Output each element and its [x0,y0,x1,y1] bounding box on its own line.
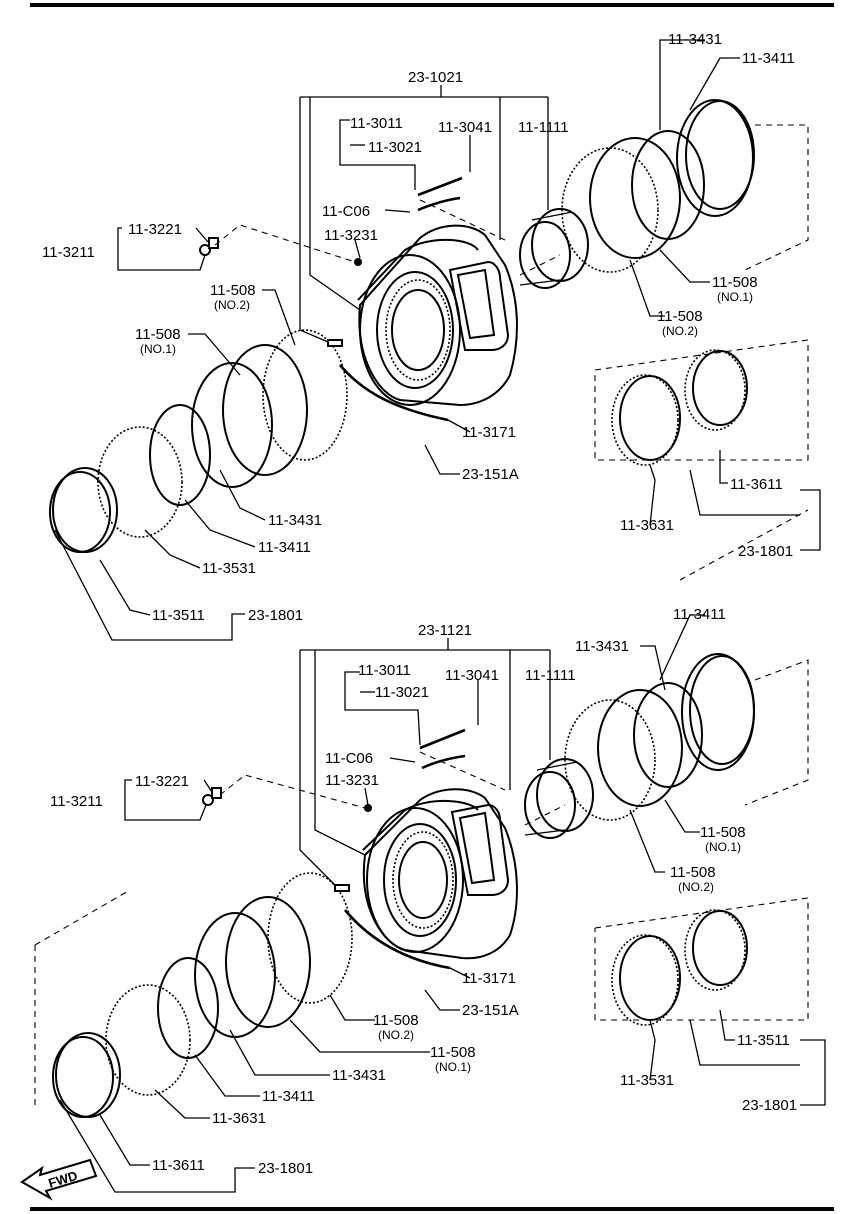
lower-spring [202,794,214,806]
lower-label-apex: 11-C06 [325,750,373,767]
lower-side-seal [344,909,451,970]
lower-kit-rings [611,909,748,1026]
lower-label-r-ring-c: 11-3511 [737,1032,790,1049]
upper-label-ring-a: 11-3431 [268,512,322,529]
upper-label-r-seal-no2-sub: (NO.2) [662,324,698,338]
lower-label-seal-l-no2: 11-508 [373,1012,419,1029]
lower-left-rings [52,872,353,1118]
lower-spring-cap [211,787,222,799]
lower-label-r-ring-b: 11-3411 [673,606,726,623]
upper-label-r-seal-no1: 11-508 [712,274,758,291]
lower-label-seal-c: 11-3021 [375,684,429,701]
upper-label-bearing: 11-1111 [518,119,569,136]
upper-label-side-piece: 23-151A [462,466,519,483]
upper-label-spring-b: 11-3211 [42,244,95,261]
lower-label-spring-a: 11-3221 [135,773,189,790]
upper-left-rings [49,329,348,553]
upper-dowel [327,339,343,347]
upper-pin [354,258,362,266]
lower-label-r-seal-no1: 11-508 [700,824,746,841]
upper-side-seal [339,364,449,422]
lower-label-side-piece: 23-151A [462,1002,519,1019]
upper-label-r-seal-no2: 11-508 [657,308,703,325]
lower-label-seal-b: 11-3041 [445,667,499,684]
lower-apex-strip [421,754,466,770]
lower-label-ring-d: 11-3611 [152,1157,205,1174]
lower-group: 23-1121 11-3011 11-3041 11-1111 11-3021 … [34,606,826,1193]
upper-label-apex: 11-C06 [322,203,370,220]
upper-label-side-seal: 11-3171 [462,424,516,441]
lower-label-r-seal-no2-sub: (NO.2) [678,880,714,894]
upper-kit-rings [611,349,748,466]
upper-label-r-ring-a: 11-3431 [668,31,722,48]
upper-label-r-ring-c: 11-3611 [730,476,783,493]
upper-label-ring-d: 11-3511 [152,607,205,624]
upper-apex-strip [417,196,461,212]
upper-right-rings [561,99,755,273]
lower-seal-strip [419,728,466,750]
upper-label-seal-l-no2-sub: (NO.2) [214,298,250,312]
lower-label-seal-a: 11-3011 [358,662,411,679]
upper-label-seal-l-no1-sub: (NO.1) [140,342,176,356]
lower-label-pin: 11-3231 [325,772,379,789]
upper-label-seal-l-no2: 11-508 [210,282,256,299]
lower-label-r-ring-a: 11-3431 [575,638,629,655]
upper-label-r-ring-d: 11-3631 [620,517,674,534]
upper-label-ring-b: 11-3411 [258,539,311,556]
lower-label-bearing: 11-1111 [525,667,576,684]
lower-label-seal-l-no2-sub: (NO.2) [378,1028,414,1042]
lower-right-rings [564,653,755,821]
lower-label-ring-b: 11-3411 [262,1088,315,1105]
lower-dowel [334,884,350,892]
lower-label-seal-kit-right: 23-1801 [742,1097,797,1114]
upper-label-seal-l-no1: 11-508 [135,326,181,343]
upper-label-rotor-assembly: 23-1021 [408,69,463,86]
upper-label-ring-c: 11-3531 [202,560,256,577]
lower-pin [364,804,372,812]
lower-label-ring-c: 11-3631 [212,1110,266,1127]
lower-label-seal-l-no1-sub: (NO.1) [435,1060,471,1074]
lower-label-r-ring-d: 11-3531 [620,1072,674,1089]
upper-seal-strip [417,176,463,197]
lower-rotor [362,788,518,960]
lower-label-seal-kit-left: 23-1801 [258,1160,313,1177]
upper-label-r-seal-no1-sub: (NO.1) [717,290,753,304]
upper-rotor [357,224,518,407]
lower-label-r-seal-no1-sub: (NO.1) [705,840,741,854]
lower-label-r-seal-no2: 11-508 [670,864,716,881]
upper-group: 23-1021 11-3011 11-3041 11-1111 11-3021 … [42,31,821,641]
upper-label-seal-c: 11-3021 [368,139,422,156]
upper-label-seal-kit-left: 23-1801 [248,607,303,624]
lower-label-seal-l-no1: 11-508 [430,1044,476,1061]
upper-label-spring-a: 11-3221 [128,221,182,238]
lower-label-spring-b: 11-3211 [50,793,103,810]
upper-label-seal-b: 11-3041 [438,119,492,136]
upper-bearing [519,208,589,289]
upper-label-pin: 11-3231 [324,227,378,244]
lower-bearing [524,758,594,839]
lower-label-side-seal: 11-3171 [462,970,516,987]
upper-label-r-ring-b: 11-3411 [742,50,795,67]
upper-label-seal-a: 11-3011 [350,115,403,132]
fwd-arrow-icon: FWD [20,1158,98,1201]
lower-label-ring-a: 11-3431 [332,1067,386,1084]
upper-label-seal-kit-right: 23-1801 [738,543,793,560]
lower-label-rotor-assembly: 23-1121 [418,622,472,639]
